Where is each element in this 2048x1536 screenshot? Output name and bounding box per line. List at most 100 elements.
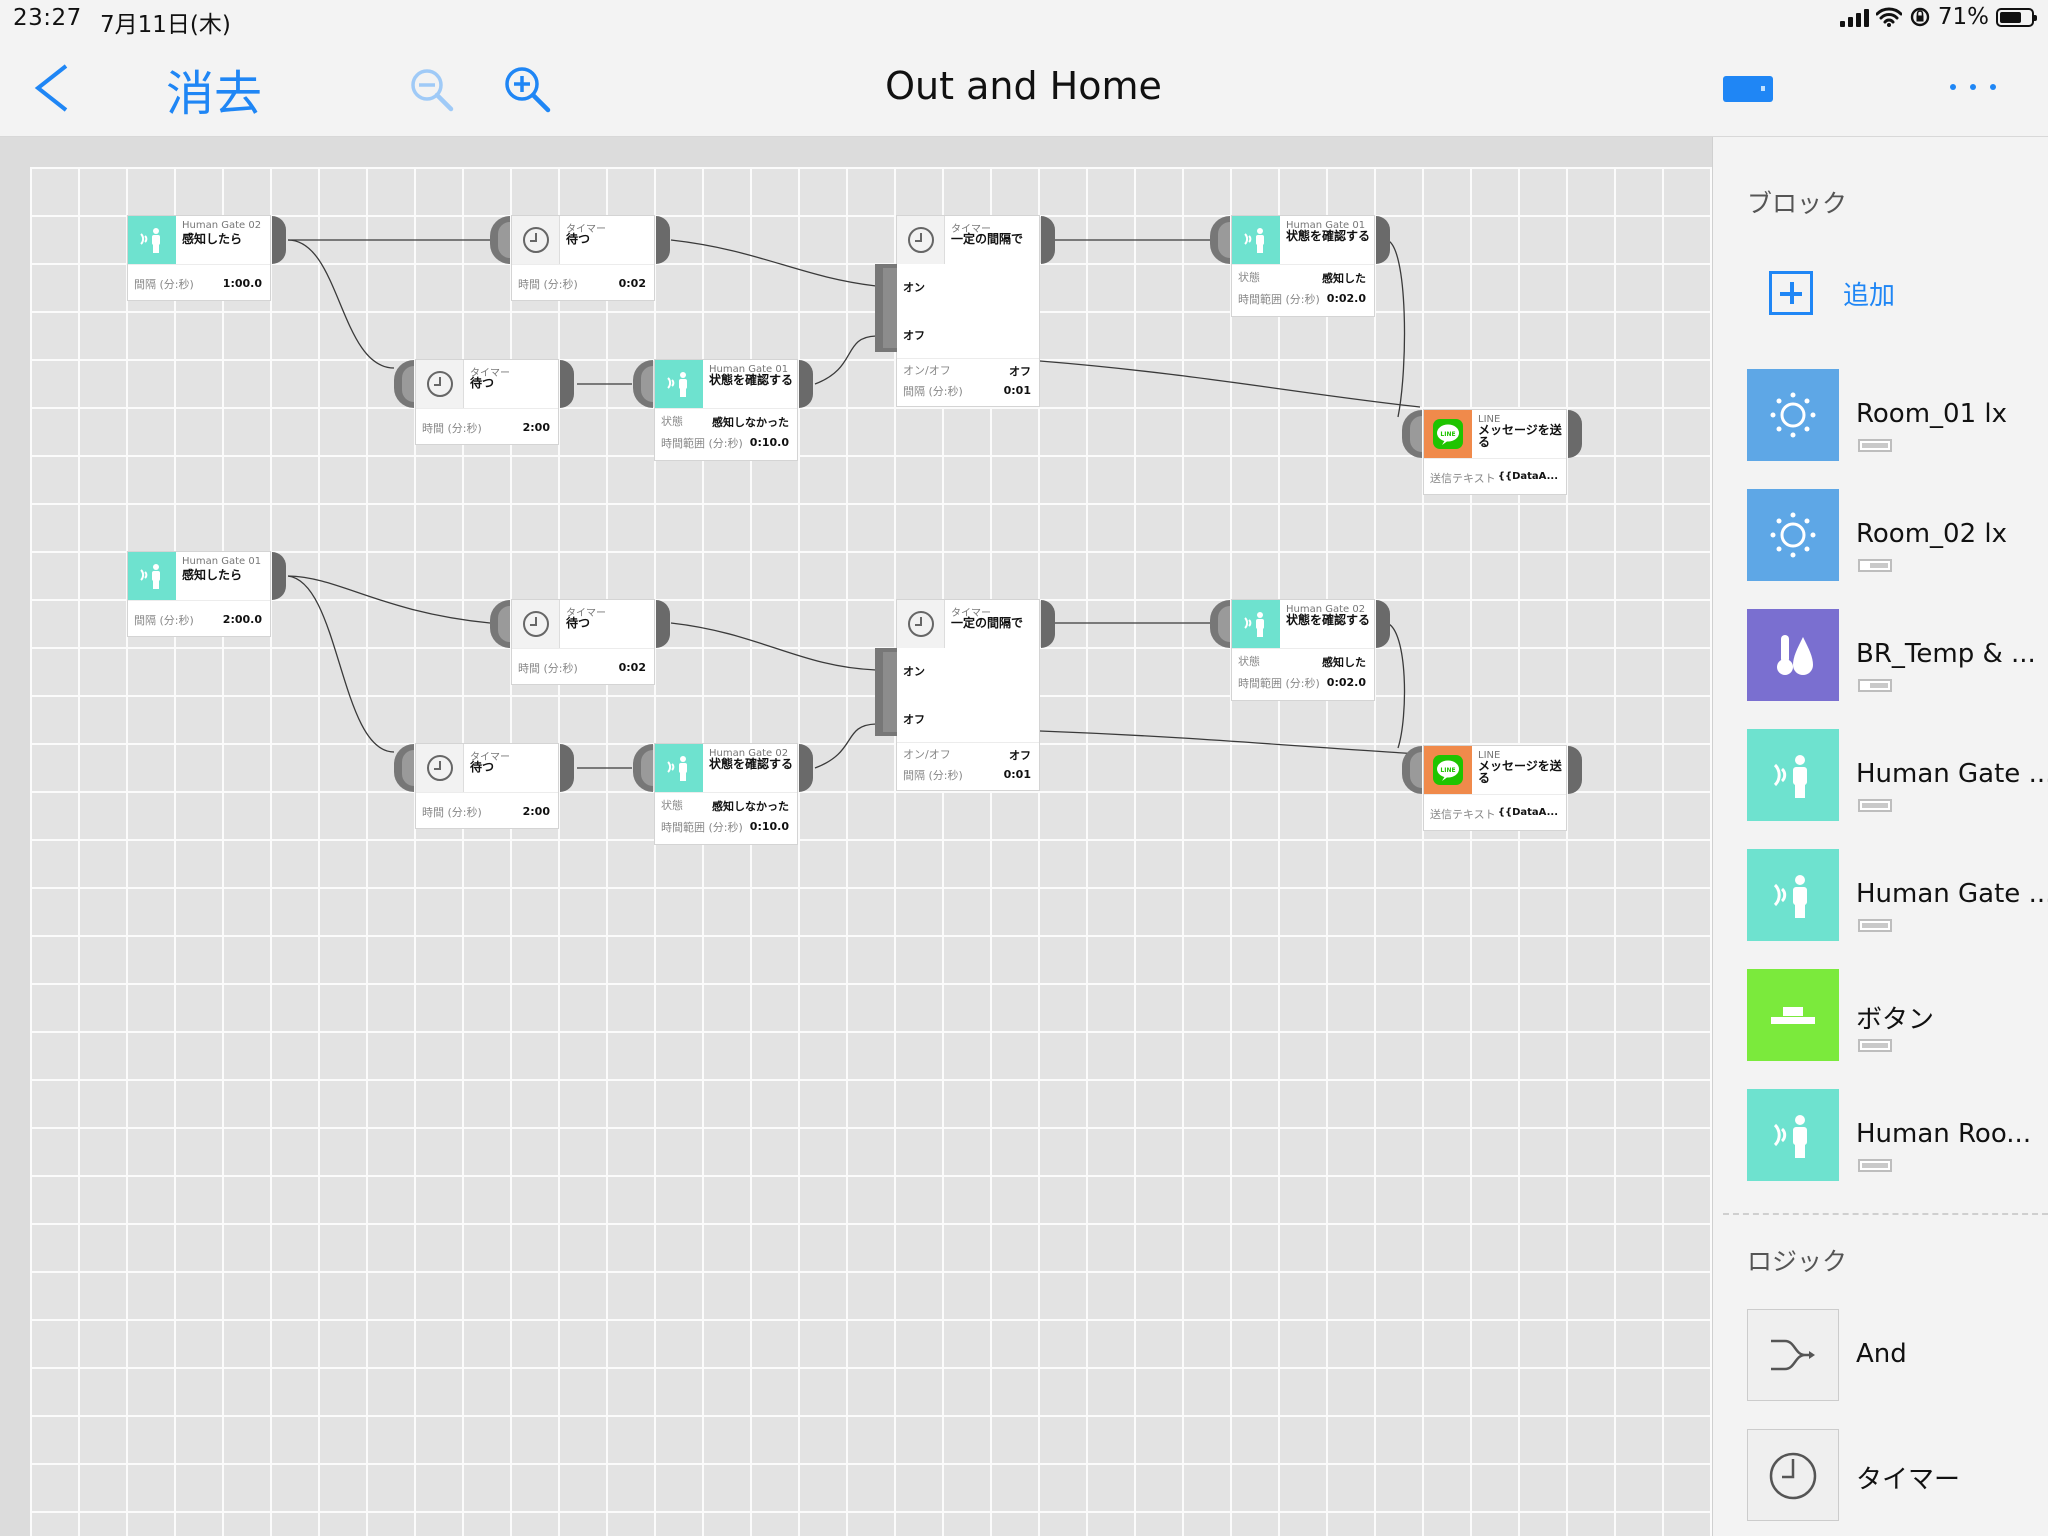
output-port[interactable] (1568, 746, 1582, 794)
output-port[interactable] (656, 600, 670, 648)
output-port[interactable] (799, 744, 813, 792)
flow-canvas[interactable]: Human Gate 02 感知したら 間隔 (分:秒) 1:00.0 タイマー… (0, 137, 1712, 1536)
input-port[interactable] (490, 216, 510, 264)
palette-item-br-temp[interactable]: BR_Temp & ... (1747, 609, 2047, 701)
cellular-signal-icon (1839, 7, 1869, 27)
param-label: 送信テキスト (1430, 808, 1496, 821)
palette-item-human-room[interactable]: Human Roo... (1747, 1089, 2047, 1181)
node-action: 感知したら (182, 568, 243, 582)
param-label: 時間 (分:秒) (422, 806, 482, 819)
output-port[interactable] (560, 360, 574, 408)
check-state-node[interactable]: Human Gate 01 状態を確認する 状態 感知しなかった 時間範囲 (分… (633, 360, 813, 460)
param-label: 間隔 (分:秒) (134, 278, 194, 291)
input-port[interactable] (394, 744, 414, 792)
zoom-out-icon[interactable] (408, 66, 456, 114)
input-port[interactable] (633, 360, 653, 408)
check-state-node[interactable]: Human Gate 02 状態を確認する 状態 感知しなかった 時間範囲 (分… (633, 744, 813, 844)
timer-wait-node[interactable]: タイマー 待つ 時間 (分:秒) 2:00 (394, 744, 574, 828)
node-service-name: LINE (1478, 750, 1501, 761)
trigger-human-gate-node[interactable]: Human Gate 01 感知したら 間隔 (分:秒) 2:00.0 (128, 552, 286, 636)
palette-item-label: And (1856, 1339, 1907, 1369)
output-port[interactable] (272, 552, 286, 600)
param-value: 感知しなかった (712, 800, 789, 813)
timer-icon (512, 600, 560, 648)
blocks-section-title: ブロック (1747, 189, 1848, 218)
clear-button[interactable]: 消去 (166, 66, 263, 122)
palette-item-label: ボタン (1856, 1005, 1935, 1035)
output-port[interactable] (799, 360, 813, 408)
input-port[interactable] (394, 360, 414, 408)
param-label: 状態 (1238, 271, 1260, 284)
on-off-input-port[interactable] (875, 648, 897, 736)
block-palette: ブロック 追加 Room_01 lx Room_02 lx BR_Temp & … (1712, 137, 2048, 1536)
param-value: {{DataA... (1497, 807, 1558, 818)
more-options-icon[interactable] (1950, 84, 2010, 96)
line-app-icon: LINE (1424, 410, 1472, 458)
param-label: 時間範囲 (分:秒) (661, 821, 743, 834)
interval-timer-node[interactable]: タイマー 一定の間隔で オン オフ オン/オフ オフ 間隔 (分:秒) 0:01 (875, 216, 1055, 406)
palette-item-timer[interactable]: タイマー (1747, 1429, 2047, 1521)
timer-wait-node[interactable]: タイマー 待つ 時間 (分:秒) 0:02 (490, 600, 670, 684)
param-label: 送信テキスト (1430, 472, 1496, 485)
and-gate-icon (1747, 1309, 1839, 1401)
node-action: 待つ (470, 376, 495, 390)
node-type: タイマー (951, 224, 991, 235)
param-label: 状態 (661, 415, 683, 428)
battery-indicator (1858, 439, 1892, 452)
human-sensor-icon (1747, 1089, 1839, 1181)
input-port[interactable] (633, 744, 653, 792)
param-value: 0:01 (1003, 384, 1031, 397)
add-block-button[interactable]: 追加 (1769, 271, 1895, 315)
output-port[interactable] (560, 744, 574, 792)
on-input-label: オン (903, 665, 925, 678)
node-device-name: Human Gate 02 (1286, 604, 1366, 615)
palette-item-human-gate-2[interactable]: Human Gate ... (1747, 849, 2048, 941)
node-action: 状態を確認する (709, 757, 794, 771)
param-value: 0:02.0 (1326, 676, 1366, 689)
trigger-human-gate-node[interactable]: Human Gate 02 感知したら 間隔 (分:秒) 1:00.0 (128, 216, 286, 300)
node-type: タイマー (566, 224, 606, 235)
check-state-node[interactable]: Human Gate 01 状態を確認する 状態 感知した 時間範囲 (分:秒)… (1210, 216, 1390, 316)
page-title: Out and Home (885, 64, 1162, 108)
line-message-node[interactable]: LINE LINE メッセージを送る 送信テキスト {{DataA... (1402, 410, 1582, 494)
output-port[interactable] (1568, 410, 1582, 458)
input-port[interactable] (1210, 216, 1230, 264)
timer-icon (416, 744, 464, 792)
palette-item-label: Human Gate ... (1856, 759, 2048, 789)
zoom-in-icon[interactable] (502, 64, 554, 116)
plus-icon (1769, 271, 1813, 315)
output-port[interactable] (1376, 216, 1390, 264)
timer-wait-node[interactable]: タイマー 待つ 時間 (分:秒) 2:00 (394, 360, 574, 444)
human-sensor-icon (1232, 600, 1280, 648)
palette-item-human-gate-1[interactable]: Human Gate ... (1747, 729, 2048, 821)
back-chevron-icon[interactable] (28, 58, 78, 118)
device-icon[interactable] (1723, 76, 1773, 102)
palette-item-button[interactable]: ボタン (1747, 969, 2047, 1061)
battery-indicator (1858, 1159, 1892, 1172)
output-port[interactable] (656, 216, 670, 264)
output-port[interactable] (1376, 600, 1390, 648)
param-label: 間隔 (分:秒) (134, 614, 194, 627)
output-port[interactable] (1041, 600, 1055, 648)
palette-item-label: タイマー (1856, 1465, 1961, 1495)
input-port[interactable] (1210, 600, 1230, 648)
timer-wait-node[interactable]: タイマー 待つ 時間 (分:秒) 0:02 (490, 216, 670, 300)
input-port[interactable] (490, 600, 510, 648)
palette-item-room-02[interactable]: Room_02 lx (1747, 489, 2047, 581)
input-port[interactable] (1402, 410, 1422, 458)
output-port[interactable] (272, 216, 286, 264)
palette-item-room-01[interactable]: Room_01 lx (1747, 369, 2047, 461)
input-port[interactable] (1402, 746, 1422, 794)
line-app-icon: LINE (1424, 746, 1472, 794)
line-message-node[interactable]: LINE LINE メッセージを送る 送信テキスト {{DataA... (1402, 746, 1582, 830)
palette-item-and[interactable]: And (1747, 1309, 2047, 1401)
battery-indicator (1858, 799, 1892, 812)
param-label: 時間 (分:秒) (518, 662, 578, 675)
thermometer-drop-icon (1747, 609, 1839, 701)
on-off-input-port[interactable] (875, 264, 897, 352)
check-state-node[interactable]: Human Gate 02 状態を確認する 状態 感知した 時間範囲 (分:秒)… (1210, 600, 1390, 700)
wifi-icon (1875, 7, 1902, 27)
output-port[interactable] (1041, 216, 1055, 264)
battery-indicator (1858, 559, 1892, 572)
interval-timer-node[interactable]: タイマー 一定の間隔で オン オフ オン/オフ オフ 間隔 (分:秒) 0:01 (875, 600, 1055, 790)
